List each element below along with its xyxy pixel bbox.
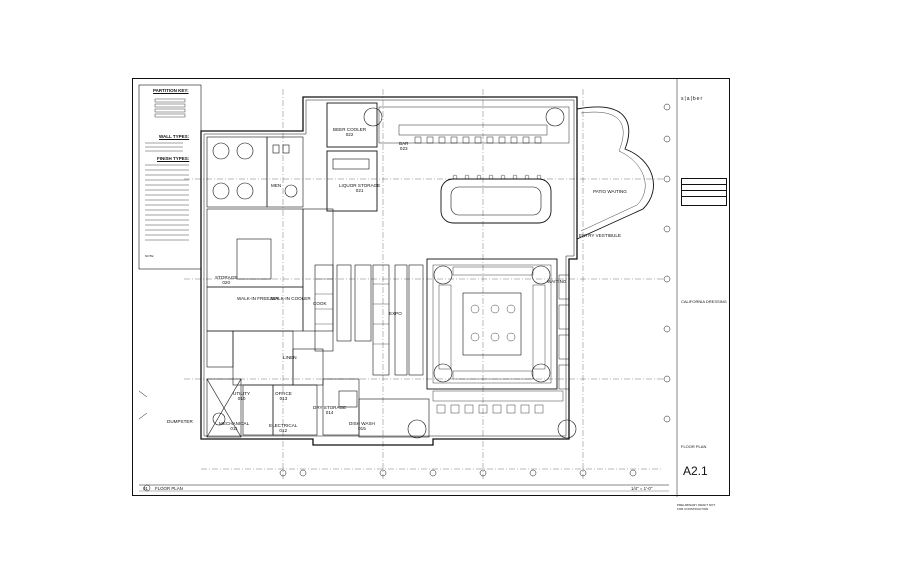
room-label-dumpster: DUMPSTER: [167, 419, 193, 424]
project-name: CALIFORNIA DRESSING: [681, 299, 727, 304]
sheet-title: FLOOR PLAN: [681, 444, 707, 449]
dining-room: [426, 258, 558, 390]
floor-plan-drawing: [138, 79, 678, 497]
view-scale: 1/4" = 1'-0": [631, 486, 653, 491]
title-block: s|a|ber CALIFORNIA DRESSING FLOOR PLAN A…: [677, 78, 730, 510]
dumpster-enclosure: [206, 378, 242, 438]
drawing-status: PRELIMINARY DRAFT NOT FOR CONSTRUCTION: [677, 503, 716, 511]
liquor-storage-room: [326, 150, 378, 212]
room-label-walk-in-cooler: WALK-IN COOLER: [271, 296, 311, 301]
bar-counter: [440, 178, 552, 224]
walk-in-room: [206, 286, 304, 332]
view-number: 01: [143, 486, 148, 491]
office-room: [292, 348, 324, 386]
room-label-expo: EXPO: [389, 311, 402, 316]
legend-panel: [138, 84, 202, 270]
room-label-waiting: WAITING: [547, 279, 567, 284]
dish-wash-room: [358, 398, 430, 438]
drawing-sheet: PARTITION KEY: WALL TYPES: FINISH TYPES:…: [132, 78, 730, 497]
wall-types-title: WALL TYPES:: [159, 134, 190, 139]
room-label-linen: LINEN: [283, 355, 297, 360]
patio-wall: [576, 106, 654, 240]
exterior-wall: [200, 96, 578, 446]
legend-note: NOTE:: [145, 254, 155, 258]
room-label-men: MEN: [271, 183, 282, 188]
sheet-number: A2.1: [683, 464, 708, 478]
room-label-entry-vestibule: ENTRY VESTIBULE: [579, 233, 621, 238]
revision-table: [681, 178, 727, 206]
firm-logo: s|a|ber: [681, 96, 704, 102]
finish-types-title: FINISH TYPES:: [157, 156, 190, 161]
view-title: FLOOR PLAN: [155, 486, 183, 491]
partition-key-title: PARTITION KEY:: [153, 88, 189, 93]
room-label-patio: PATIO WAITING: [593, 189, 627, 194]
room-label-cook: COOK: [313, 301, 327, 306]
room-label-walk-in-freezer: WALK-IN FREEZER: [237, 296, 279, 301]
